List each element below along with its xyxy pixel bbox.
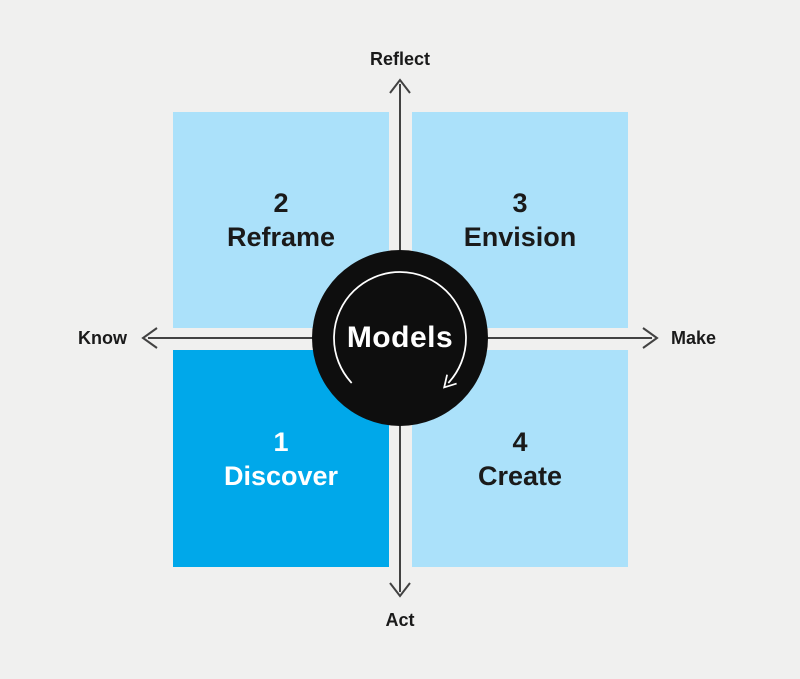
arrowhead-left-icon — [141, 327, 158, 349]
axis-label-act: Act — [385, 610, 415, 630]
arrowhead-up-icon — [389, 78, 411, 94]
axis-label-reflect: Reflect — [369, 49, 431, 69]
quadrant-label: Discover — [223, 460, 339, 491]
quadrant-reframe: 2 Reframe — [173, 112, 389, 328]
quadrant-number: 1 — [273, 426, 289, 457]
arrowhead-down-icon — [389, 582, 411, 598]
quadrant-label: Create — [477, 460, 563, 491]
center-label: Models — [346, 321, 454, 354]
center-circle: Models — [312, 250, 488, 426]
axis-label-make: Make — [671, 328, 717, 348]
quadrant-number: 2 — [273, 188, 289, 218]
quadrant-number: 4 — [512, 426, 528, 457]
quadrant-label: Envision — [463, 222, 577, 252]
axis-label-know: Know — [78, 328, 127, 348]
arrowhead-right-icon — [642, 327, 659, 349]
cycle-arrow-icon — [333, 271, 467, 389]
quadrant-label: Reframe — [226, 222, 336, 252]
quadrant-number: 3 — [512, 188, 528, 218]
